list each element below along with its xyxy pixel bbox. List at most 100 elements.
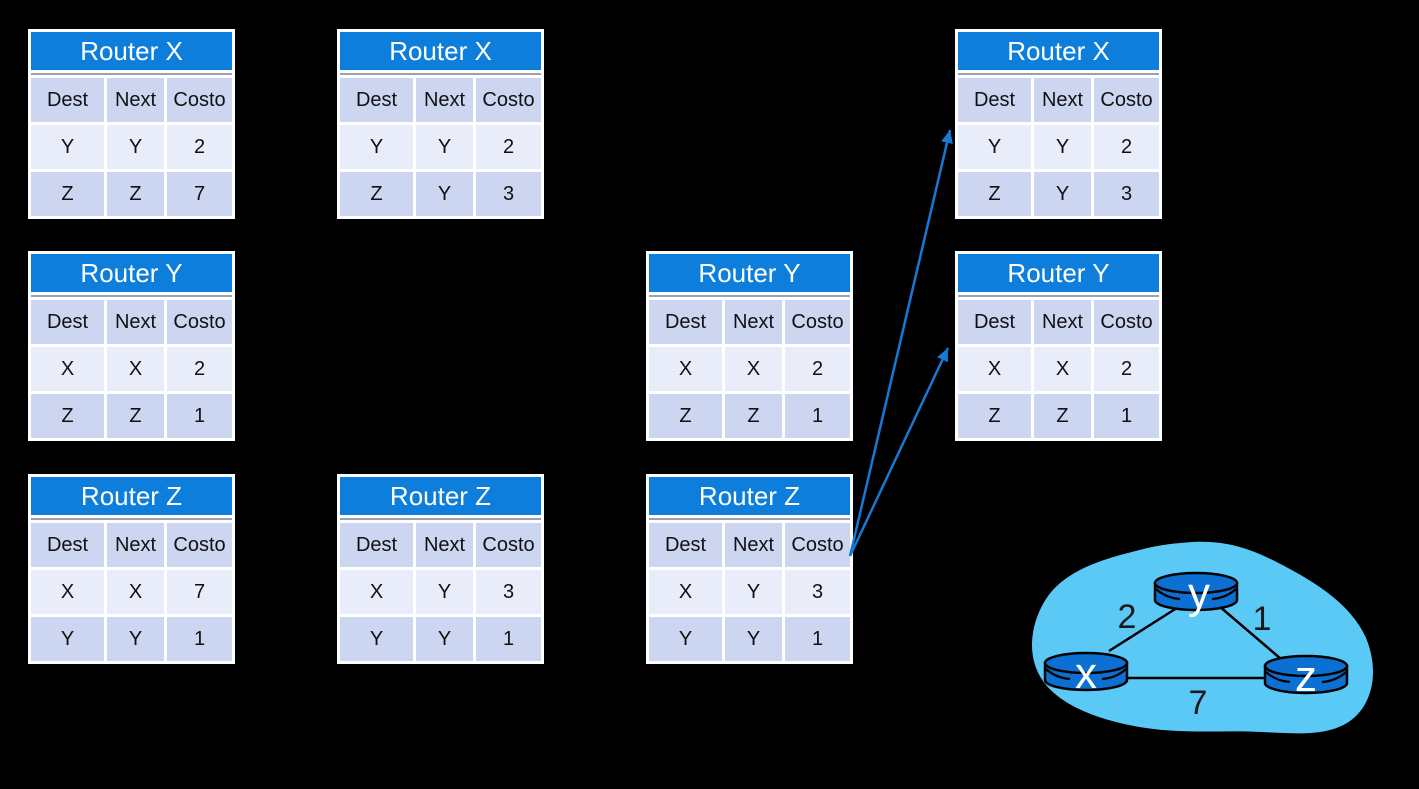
- col-header-dest: Dest: [958, 78, 1031, 122]
- router-label-z: z: [1295, 652, 1317, 701]
- col-header-dest: Dest: [958, 300, 1031, 344]
- routing-table-title: Router Z: [649, 477, 850, 515]
- dest-cell: Z: [31, 394, 104, 438]
- title-separator: [649, 518, 850, 520]
- col-header-cost: Costo: [785, 300, 850, 344]
- link-cost-x-y: 2: [1118, 598, 1137, 636]
- router-node-y: [1153, 571, 1239, 612]
- cost-cell: 3: [785, 570, 850, 614]
- cost-cell: 1: [1094, 394, 1159, 438]
- router-node-x: [1043, 651, 1129, 692]
- next-cell: Z: [725, 394, 782, 438]
- dest-cell: Y: [958, 125, 1031, 169]
- col-header-dest: Dest: [340, 78, 413, 122]
- title-separator: [958, 295, 1159, 297]
- routing-table-y-3: Router Y Dest Next Costo X X 2 Z Z 1: [646, 251, 853, 441]
- routing-table-x-1: Router X Dest Next Costo Y Y 2 Z Z 7: [28, 29, 235, 219]
- routing-table-title: Router X: [958, 32, 1159, 70]
- router-label-x: x: [1075, 649, 1097, 698]
- col-header-next: Next: [107, 300, 164, 344]
- routing-table-title: Router Z: [31, 477, 232, 515]
- routing-table-title: Router Y: [649, 254, 850, 292]
- routing-table-title: Router X: [31, 32, 232, 70]
- next-cell: X: [107, 347, 164, 391]
- cost-cell: 1: [476, 617, 541, 661]
- dest-cell: X: [958, 347, 1031, 391]
- dest-cell: Z: [31, 172, 104, 216]
- cost-cell: 1: [785, 394, 850, 438]
- dest-cell: Y: [649, 617, 722, 661]
- dest-cell: Z: [958, 394, 1031, 438]
- next-cell: X: [725, 347, 782, 391]
- routing-table-y-1: Router Y Dest Next Costo X X 2 Z Z 1: [28, 251, 235, 441]
- update-arrows: [848, 129, 953, 557]
- dest-cell: Z: [958, 172, 1031, 216]
- cost-cell: 2: [167, 125, 232, 169]
- col-header-dest: Dest: [31, 300, 104, 344]
- routing-table-title: Router Y: [958, 254, 1159, 292]
- routing-table-z-2: Router Z Dest Next Costo X Y 3 Y Y 1: [337, 474, 544, 664]
- dest-cell: Y: [31, 125, 104, 169]
- title-separator: [340, 73, 541, 75]
- routing-table-z-3: Router Z Dest Next Costo X Y 3 Y Y 1: [646, 474, 853, 664]
- next-cell: X: [1034, 347, 1091, 391]
- cost-cell: 2: [167, 347, 232, 391]
- next-cell: Y: [1034, 172, 1091, 216]
- next-cell: Z: [1034, 394, 1091, 438]
- router-label-y: y: [1188, 569, 1210, 618]
- cost-cell: 2: [1094, 347, 1159, 391]
- cost-cell: 3: [1094, 172, 1159, 216]
- col-header-dest: Dest: [31, 78, 104, 122]
- dest-cell: Y: [340, 617, 413, 661]
- col-header-next: Next: [1034, 78, 1091, 122]
- dest-cell: Y: [340, 125, 413, 169]
- title-separator: [31, 295, 232, 297]
- routing-table-title: Router Y: [31, 254, 232, 292]
- next-cell: X: [107, 570, 164, 614]
- col-header-next: Next: [416, 523, 473, 567]
- cost-cell: 2: [1094, 125, 1159, 169]
- network-diagram: y x z 2 1 7: [1031, 541, 1373, 734]
- routing-table-title: Router X: [340, 32, 541, 70]
- col-header-next: Next: [416, 78, 473, 122]
- routing-table-x-4: Router X Dest Next Costo Y Y 2 Z Y 3: [955, 29, 1162, 219]
- title-separator: [958, 73, 1159, 75]
- dest-cell: Y: [31, 617, 104, 661]
- network-cloud: [1031, 541, 1373, 734]
- cost-cell: 2: [785, 347, 850, 391]
- dest-cell: X: [340, 570, 413, 614]
- link-y-z: [1218, 605, 1282, 660]
- cost-cell: 3: [476, 172, 541, 216]
- col-header-cost: Costo: [1094, 78, 1159, 122]
- title-separator: [340, 518, 541, 520]
- title-separator: [649, 295, 850, 297]
- update-arrow-to-router-y: [848, 347, 950, 557]
- router-node-z: [1263, 654, 1349, 695]
- col-header-next: Next: [107, 78, 164, 122]
- routing-table-y-4: Router Y Dest Next Costo X X 2 Z Z 1: [955, 251, 1162, 441]
- next-cell: Y: [725, 570, 782, 614]
- col-header-cost: Costo: [167, 78, 232, 122]
- col-header-dest: Dest: [340, 523, 413, 567]
- next-cell: Y: [416, 617, 473, 661]
- routing-table-z-1: Router Z Dest Next Costo X X 7 Y Y 1: [28, 474, 235, 664]
- title-separator: [31, 518, 232, 520]
- cost-cell: 1: [167, 617, 232, 661]
- dest-cell: X: [31, 570, 104, 614]
- routing-table-x-2: Router X Dest Next Costo Y Y 2 Z Y 3: [337, 29, 544, 219]
- col-header-next: Next: [1034, 300, 1091, 344]
- col-header-dest: Dest: [649, 300, 722, 344]
- col-header-next: Next: [107, 523, 164, 567]
- next-cell: Y: [725, 617, 782, 661]
- col-header-cost: Costo: [476, 523, 541, 567]
- next-cell: Z: [107, 172, 164, 216]
- col-header-cost: Costo: [1094, 300, 1159, 344]
- title-separator: [31, 73, 232, 75]
- dest-cell: X: [649, 347, 722, 391]
- col-header-cost: Costo: [785, 523, 850, 567]
- next-cell: Z: [107, 394, 164, 438]
- next-cell: Y: [416, 125, 473, 169]
- link-cost-x-z: 7: [1189, 684, 1208, 722]
- next-cell: Y: [107, 125, 164, 169]
